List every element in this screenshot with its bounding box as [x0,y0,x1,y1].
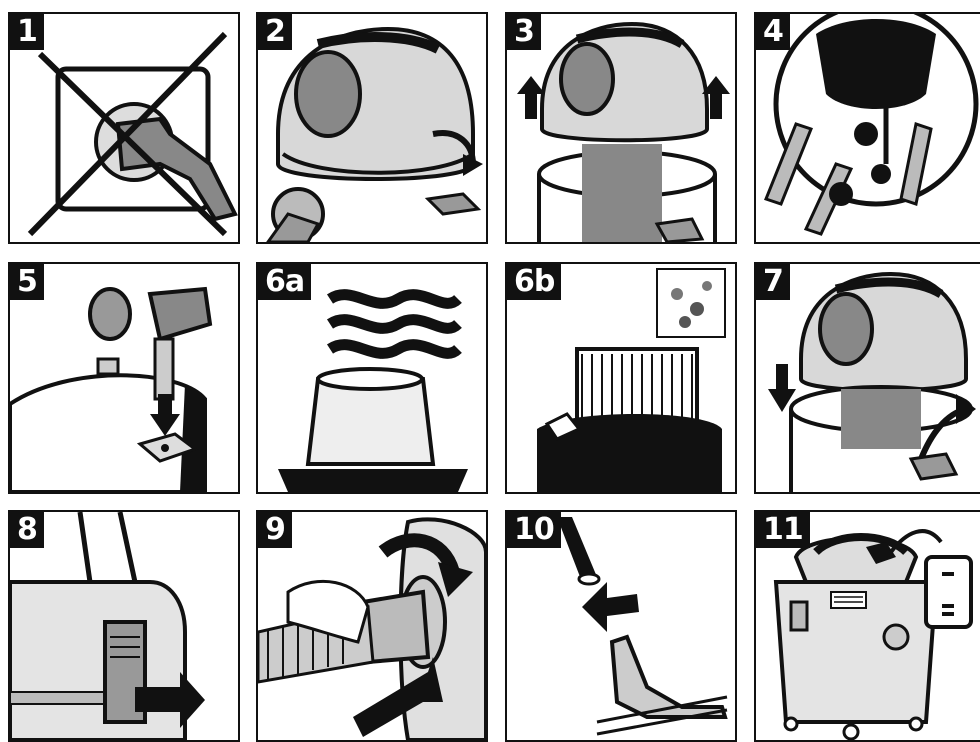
step-panel-7: 7 [754,262,980,494]
step-number: 6a [258,264,311,300]
step-number: 11 [756,512,810,548]
unplug-icon [10,14,238,242]
step-panel-5: 5 [8,262,240,494]
step-panel-10: 10 [505,510,737,742]
step-panel-4: 4 [754,12,980,244]
step-panel-11: 11 [754,510,980,742]
step-number: 5 [10,264,44,300]
step-number: 10 [507,512,561,548]
connect-hose-icon [258,512,486,740]
close-latch-icon [10,512,238,740]
step-number: 6b [507,264,561,300]
step-panel-8: 8 [8,510,240,742]
step-panel-2: 2 [256,12,488,244]
attach-float-icon [10,264,238,492]
release-latch-icon [258,14,486,242]
step-number: 1 [10,14,44,50]
step-number: 2 [258,14,292,50]
step-panel-6a: 6a [256,262,488,494]
lift-head-icon [507,14,735,242]
step-number: 7 [756,264,790,300]
step-number: 4 [756,14,790,50]
step-panel-1: 1 [8,12,240,244]
step-panel-3: 3 [505,12,737,244]
step-number: 8 [10,512,44,548]
step-number: 3 [507,14,541,50]
step-panel-6b: 6b [505,262,737,494]
step-number: 9 [258,512,292,548]
step-panel-9: 9 [256,510,488,742]
